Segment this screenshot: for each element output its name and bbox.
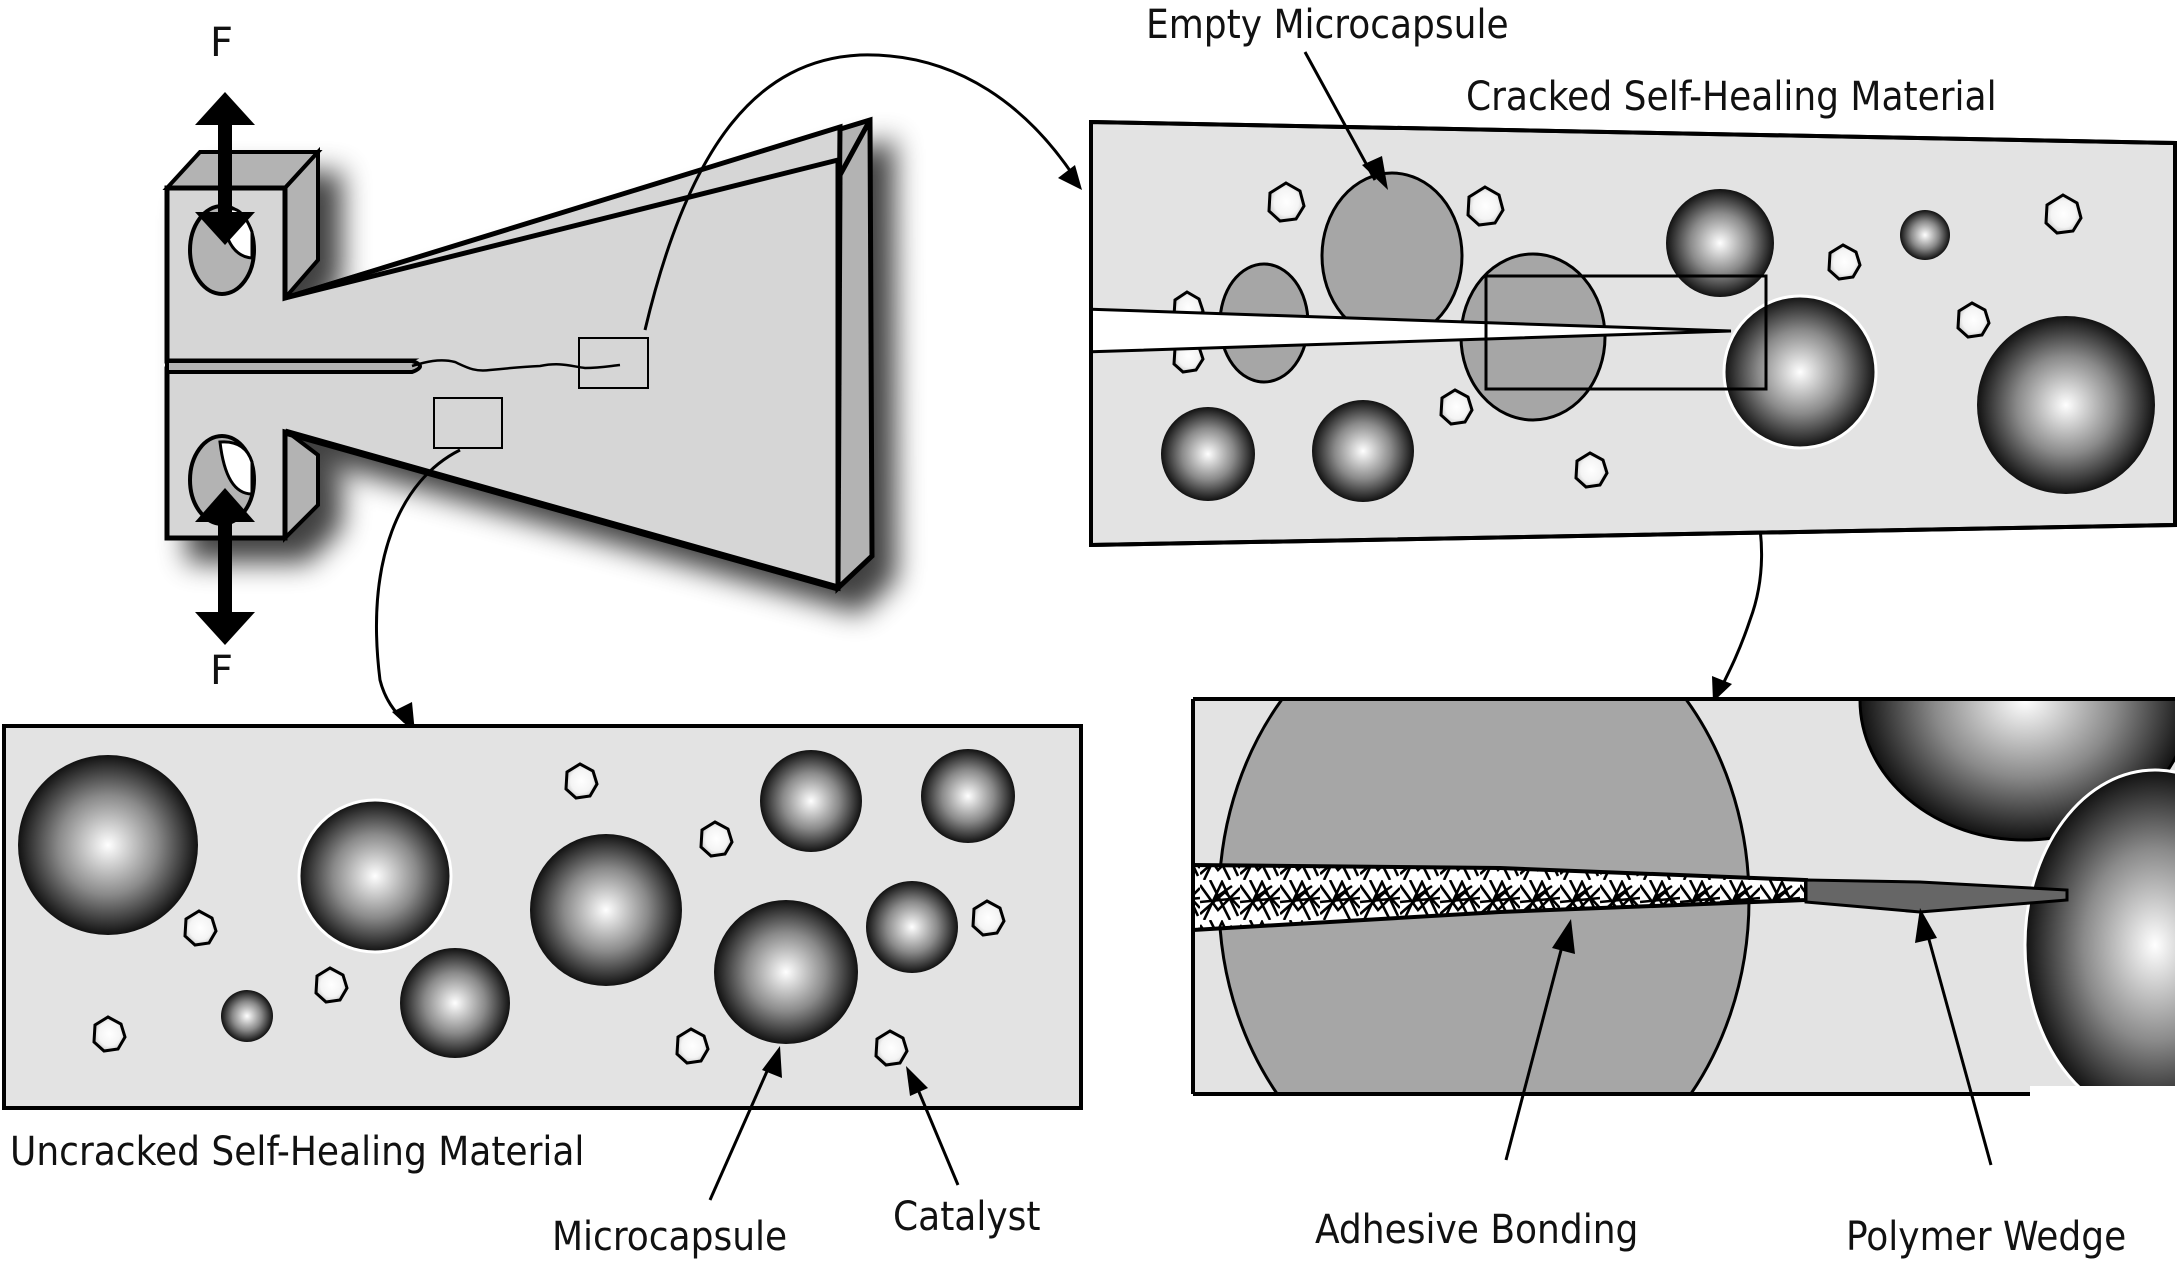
connector-arrowhead (1712, 676, 1732, 702)
polymer-wedge (1804, 878, 2069, 914)
microcapsule (1977, 316, 2155, 494)
specimen-crack (411, 359, 621, 372)
force-arrow-top (195, 92, 255, 245)
force-arrow-bottom (195, 488, 255, 645)
polymer-wedge-label: Polymer Wedge (1846, 1214, 2126, 1260)
label-arrowhead (906, 1066, 928, 1096)
adhesive-bonding-label: Adhesive Bonding (1315, 1207, 1638, 1253)
connector-arrowhead (1058, 165, 1082, 190)
uncracked-zoom-box (433, 397, 503, 449)
microcapsule (297, 798, 453, 954)
uncracked-material-label: Uncracked Self-Healing Material (10, 1129, 584, 1175)
microcapsule (866, 881, 958, 973)
connector-to-cracked (643, 53, 1077, 331)
cracked-material-label: Cracked Self-Healing Material (1466, 74, 1997, 120)
crack-opening (1091, 307, 1732, 354)
cracked-material-panel (1089, 119, 2177, 548)
tdcb-specimen (162, 116, 875, 594)
microcapsule (1312, 400, 1414, 502)
microcapsule (1666, 189, 1774, 297)
microcapsule (18, 755, 198, 935)
force-label-bottom: F (210, 648, 233, 694)
label-arrowhead (1915, 908, 1937, 943)
specimen-body (412, 160, 838, 588)
microcapsule (714, 900, 858, 1044)
microcapsule (2023, 768, 2175, 1094)
grip-hole-bottom (188, 434, 256, 526)
specimen-right-side (835, 118, 875, 594)
label-arrowhead (1362, 156, 1388, 190)
microcapsule (530, 834, 682, 986)
microcapsule (760, 750, 862, 852)
crack-tip-zoom-box (578, 337, 649, 389)
empty-microcapsule (1320, 171, 1464, 341)
label-arrowhead (1552, 919, 1575, 954)
connector-to-uncracked (375, 448, 461, 724)
catalyst-particles (92, 762, 1006, 1067)
grip-bottom-right-face (283, 425, 320, 543)
catalyst-particles (1172, 181, 2083, 489)
microcapsule-label: Microcapsule (552, 1214, 787, 1260)
uncracked-material-panel (2, 724, 1083, 1110)
microcapsule (400, 948, 510, 1058)
microcapsule (1900, 210, 1950, 260)
catalyst-label: Catalyst (893, 1194, 1040, 1240)
microcapsule (1722, 294, 1878, 450)
microcapsule (1161, 407, 1255, 501)
microcapsule (921, 749, 1015, 843)
microcapsule (221, 990, 273, 1042)
specimen-notch (165, 359, 422, 374)
empty-microcapsule-label: Empty Microcapsule (1146, 2, 1509, 48)
label-arrowhead (762, 1046, 782, 1078)
healing-zoom-box (1484, 274, 1768, 391)
healed-crack-panel (1191, 697, 2175, 1096)
force-label-top: F (210, 20, 233, 66)
